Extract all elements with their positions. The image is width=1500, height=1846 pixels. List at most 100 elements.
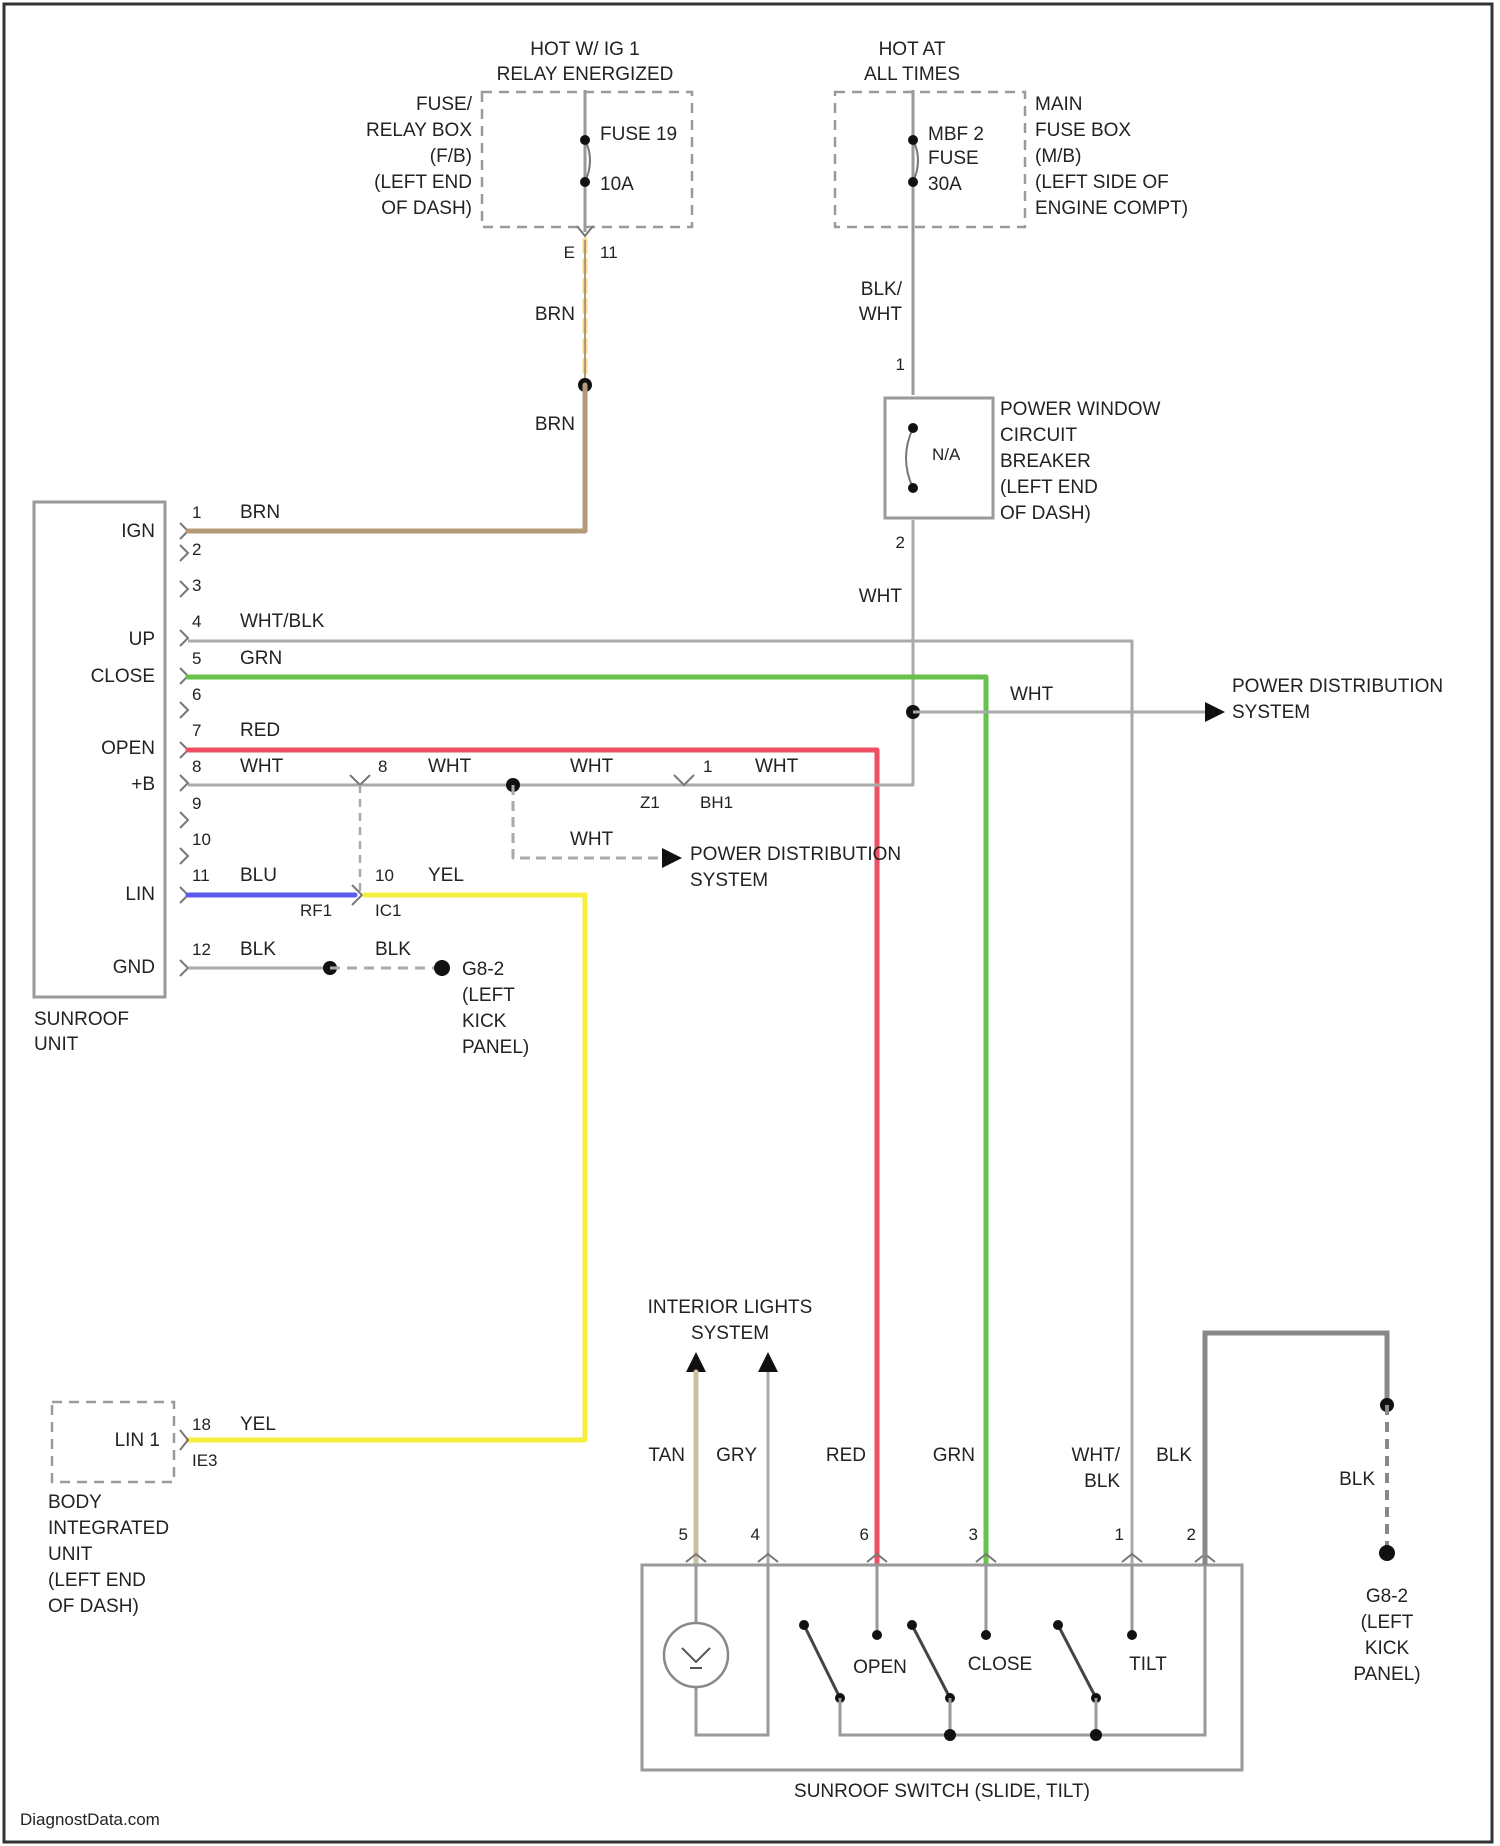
fuse-relay-box-label-2: RELAY BOX <box>366 120 472 141</box>
sunroof-pin-2: 2 <box>192 540 201 559</box>
g8-right-2: (LEFT <box>1361 1612 1414 1633</box>
hot-ig-label-line1: HOT W/ IG 1 <box>530 39 639 60</box>
mbf-name-2: FUSE <box>928 148 979 169</box>
wire-p4-label: WHT/BLK <box>240 611 325 632</box>
power-dist-2-line2: SYSTEM <box>690 870 768 891</box>
wht-blk-sw-label-2: BLK <box>1084 1471 1120 1492</box>
g8-right-3: KICK <box>1365 1638 1410 1659</box>
circuit-breaker-label-2: CIRCUIT <box>1000 425 1077 446</box>
ic1-label: IC1 <box>375 901 401 920</box>
ground-g8-right <box>1379 1545 1395 1561</box>
circuit-breaker-label-3: BREAKER <box>1000 451 1091 472</box>
red-wire <box>188 750 877 1565</box>
fuse-19-terminal-top <box>580 135 590 145</box>
wire-p12-label: BLK <box>240 939 276 960</box>
fb-pin-e: E <box>564 243 575 262</box>
tilt-contact <box>1127 1630 1137 1640</box>
fb-pin-11: 11 <box>600 243 618 262</box>
sunroof-gnd-label: GND <box>113 957 155 978</box>
sunroof-switch: INTERIOR LIGHTS SYSTEM TAN GRY RED GRN W… <box>642 1297 1421 1802</box>
interior-lights-line2: SYSTEM <box>691 1323 769 1344</box>
tilt-arm-pivot <box>1053 1620 1063 1630</box>
interior-lights-line1: INTERIOR LIGHTS <box>648 1297 813 1318</box>
switch-pin-6: 6 <box>860 1525 869 1544</box>
mbf-name-1: MBF 2 <box>928 124 984 145</box>
power-dist-arrow-2 <box>662 848 682 868</box>
open-contact <box>872 1630 882 1640</box>
switch-common-bus <box>840 1565 1205 1735</box>
power-dist-2-line1: POWER DISTRIBUTION <box>690 844 901 865</box>
junction-1-pin: 1 <box>703 757 712 776</box>
brn-label-2: BRN <box>535 414 575 435</box>
biu-name-2: INTEGRATED <box>48 1518 169 1539</box>
close-arm-pivot <box>907 1620 917 1630</box>
sunroof-pin-9: 9 <box>192 794 201 813</box>
wire-p1-label: BRN <box>240 502 280 523</box>
sunroof-pin-6: 6 <box>192 685 201 704</box>
sunroof-pin-5: 5 <box>192 649 201 668</box>
interior-arrow-tan <box>686 1352 706 1372</box>
switch-close-label: CLOSE <box>968 1654 1032 1675</box>
biu-pin: 18 <box>192 1415 211 1434</box>
g8-right-1: G8-2 <box>1366 1586 1408 1607</box>
brn-label-1: BRN <box>535 304 575 325</box>
sunroof-pin-3: 3 <box>192 576 201 595</box>
tilt-switch-arm <box>1058 1625 1096 1698</box>
blk-sw-wire <box>1205 1333 1387 1565</box>
biu-name-1: BODY <box>48 1492 102 1513</box>
wht-dist-label: WHT <box>570 829 614 850</box>
sunroof-close-label: CLOSE <box>91 666 155 687</box>
main-fuse-box-label-2: FUSE BOX <box>1035 120 1131 141</box>
switch-pin-3: 3 <box>969 1525 978 1544</box>
fuse-relay-box-outline <box>482 92 692 227</box>
wht-right-label: WHT <box>1010 684 1054 705</box>
sunroof-lin-label: LIN <box>125 884 155 905</box>
g8-left-3: KICK <box>462 1011 507 1032</box>
interior-arrow-gry <box>758 1352 778 1372</box>
common-junction-1 <box>944 1729 956 1741</box>
sunroof-up-label: UP <box>129 629 155 650</box>
switch-pin-2: 2 <box>1187 1525 1196 1544</box>
wht-blk-sw-label-1: WHT/ <box>1071 1445 1120 1466</box>
blk-wht-label-1: BLK/ <box>861 279 903 300</box>
common-junction-2 <box>1090 1729 1102 1741</box>
main-fuse-box-label-3: (M/B) <box>1035 146 1081 167</box>
biu-wire-label: YEL <box>240 1414 276 1435</box>
yel-label-1: YEL <box>428 865 464 886</box>
cb-terminal-bottom <box>908 483 918 493</box>
fuse-relay-box-label-4: (LEFT END <box>374 172 472 193</box>
junction-8-wire: WHT <box>428 756 472 777</box>
sunroof-pin-7: 7 <box>192 721 201 740</box>
junction-wht-label: WHT <box>570 756 614 777</box>
fuse-relay-box-label-3: (F/B) <box>430 146 472 167</box>
sunroof-unit-name-1: SUNROOF <box>34 1009 129 1030</box>
mbf-terminal-bottom <box>908 177 918 187</box>
biu-inner-label: LIN 1 <box>115 1430 160 1451</box>
fuse-19-terminal-bottom <box>580 177 590 187</box>
wire-p5-label: GRN <box>240 648 282 669</box>
switch-pin-1: 1 <box>1115 1525 1124 1544</box>
sunroof-b-label: +B <box>131 774 155 795</box>
circuit-breaker-symbol <box>906 428 913 488</box>
blk-wht-label-2: WHT <box>859 304 903 325</box>
cb-pin-1: 1 <box>896 355 905 374</box>
sunroof-unit: IGN UP CLOSE OPEN +B LIN GND SUNROOF UNI… <box>34 502 325 1055</box>
junction-z1: Z1 <box>640 793 660 812</box>
rf1-label: RF1 <box>300 901 332 920</box>
sunroof-ign-label: IGN <box>121 521 155 542</box>
junction-1-wire: WHT <box>755 756 799 777</box>
red-sw-label: RED <box>826 1445 866 1466</box>
biu-name-4: (LEFT END <box>48 1570 146 1591</box>
fuse-relay-box-label-1: FUSE/ <box>416 94 473 115</box>
hot-ig-label-line2: RELAY ENERGIZED <box>497 64 674 85</box>
tan-label: TAN <box>648 1445 685 1466</box>
main-fuse-box-group: HOT AT ALL TIMES MAIN FUSE BOX (M/B) (LE… <box>835 39 1188 785</box>
sunroof-open-label: OPEN <box>101 738 155 759</box>
switch-pin-4: 4 <box>751 1525 760 1544</box>
blk-gnd-label: BLK <box>375 939 411 960</box>
hot-all-label-line1: HOT AT <box>879 39 946 60</box>
yel-wire <box>188 895 585 1440</box>
wht-blk-wire <box>188 641 1132 1565</box>
main-fuse-box-label-1: MAIN <box>1035 94 1083 115</box>
